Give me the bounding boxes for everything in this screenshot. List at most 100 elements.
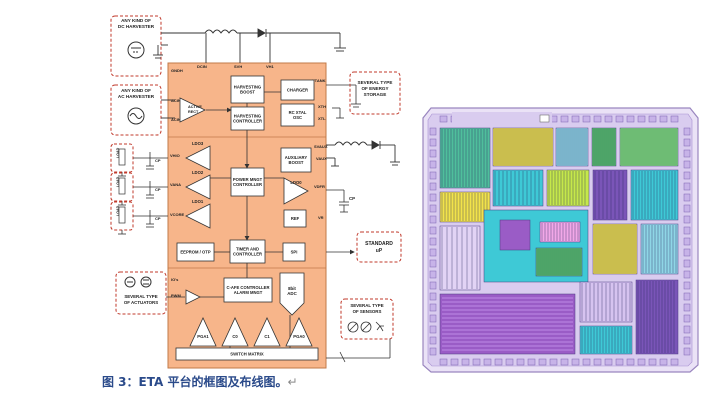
bond-pad <box>683 314 691 323</box>
charger-block: CHARGER <box>280 79 315 101</box>
bond-pad <box>683 149 691 158</box>
bond-pad <box>527 358 536 366</box>
bond-pad <box>461 358 470 366</box>
pin-gndh: GNDH <box>171 68 183 73</box>
pin-vhio: VHIO <box>170 153 180 158</box>
die-lime-block <box>546 169 590 207</box>
pin-vdfr: VDFR <box>314 184 325 189</box>
die-logic-left <box>439 225 481 291</box>
bond-pad <box>683 138 691 147</box>
bond-pad <box>560 115 569 123</box>
return-mark: ↵ <box>287 375 298 389</box>
c0-block: C0 <box>221 317 249 347</box>
die-cyan-block-3 <box>630 169 679 221</box>
dc-source-icon <box>127 41 145 59</box>
bond-pad <box>429 149 437 158</box>
pin-vcore: VCORE <box>170 212 185 217</box>
ldo-ldo2: LDO2 <box>150 170 211 200</box>
bond-pad <box>626 358 635 366</box>
bond-pad <box>659 115 668 123</box>
bond-pad <box>429 303 437 312</box>
figure-caption: 图 3：ETA 平台的框图及布线图。↵ <box>102 373 298 390</box>
bond-pad <box>659 358 668 366</box>
bond-pad <box>516 358 525 366</box>
bond-pad <box>560 358 569 366</box>
bond-pad <box>683 226 691 235</box>
bond-pad <box>683 182 691 191</box>
die-top-label-strip <box>452 112 552 124</box>
ldo0-label: LDO0 <box>290 180 302 185</box>
bond-pad <box>683 193 691 202</box>
load-label: LOAD <box>116 147 120 158</box>
pin-pwm: PWM <box>171 293 181 298</box>
ldo-label: LDO2 <box>192 170 204 175</box>
bond-pad <box>571 358 580 366</box>
bond-pad <box>429 204 437 213</box>
bond-pad <box>472 358 481 366</box>
bond-pad <box>429 325 437 334</box>
cap-label: CP <box>155 187 161 192</box>
pga0-block-label: PGA0 <box>293 334 305 339</box>
die-memory-array <box>439 293 576 355</box>
die-cyan-block-2 <box>492 169 544 207</box>
ldo0-cap-label: CP <box>349 196 355 201</box>
ldo0-cap <box>326 189 349 213</box>
c1-block: C1 <box>253 317 281 347</box>
die-yellow-block-2 <box>439 191 491 223</box>
die-blocks <box>439 112 679 355</box>
ac-source-icon <box>127 107 145 125</box>
internal-links <box>200 91 291 348</box>
pga0-block: PGA0 <box>285 317 313 347</box>
pin-vaux: VAUX <box>316 156 327 161</box>
die-green-array <box>619 127 679 167</box>
bond-pad <box>648 115 657 123</box>
pin-vana: VANA <box>170 182 181 187</box>
bond-pad <box>626 115 635 123</box>
die-layout <box>422 107 699 373</box>
bond-pad <box>429 248 437 257</box>
bond-pad <box>429 314 437 323</box>
pga1-block-label: PGA1 <box>197 334 209 339</box>
bond-pad <box>429 160 437 169</box>
die-marker <box>539 114 550 123</box>
bond-pad <box>648 358 657 366</box>
actuator-icon-2 <box>140 276 152 288</box>
die-purple-block-1 <box>592 169 628 221</box>
bond-pad <box>429 347 437 356</box>
die-cyan-block-4 <box>640 223 679 275</box>
bond-pad <box>429 237 437 246</box>
pin-xtl: XTL <box>318 116 326 121</box>
bond-pad <box>683 336 691 345</box>
bond-pad <box>683 160 691 169</box>
pin-xth: XTH <box>318 104 326 109</box>
bond-pad <box>637 358 646 366</box>
bond-pad <box>429 127 437 136</box>
actuator-icon-1 <box>124 276 136 288</box>
ref-block: REF <box>283 209 307 228</box>
bond-pad <box>439 115 448 123</box>
bond-pad <box>683 237 691 246</box>
